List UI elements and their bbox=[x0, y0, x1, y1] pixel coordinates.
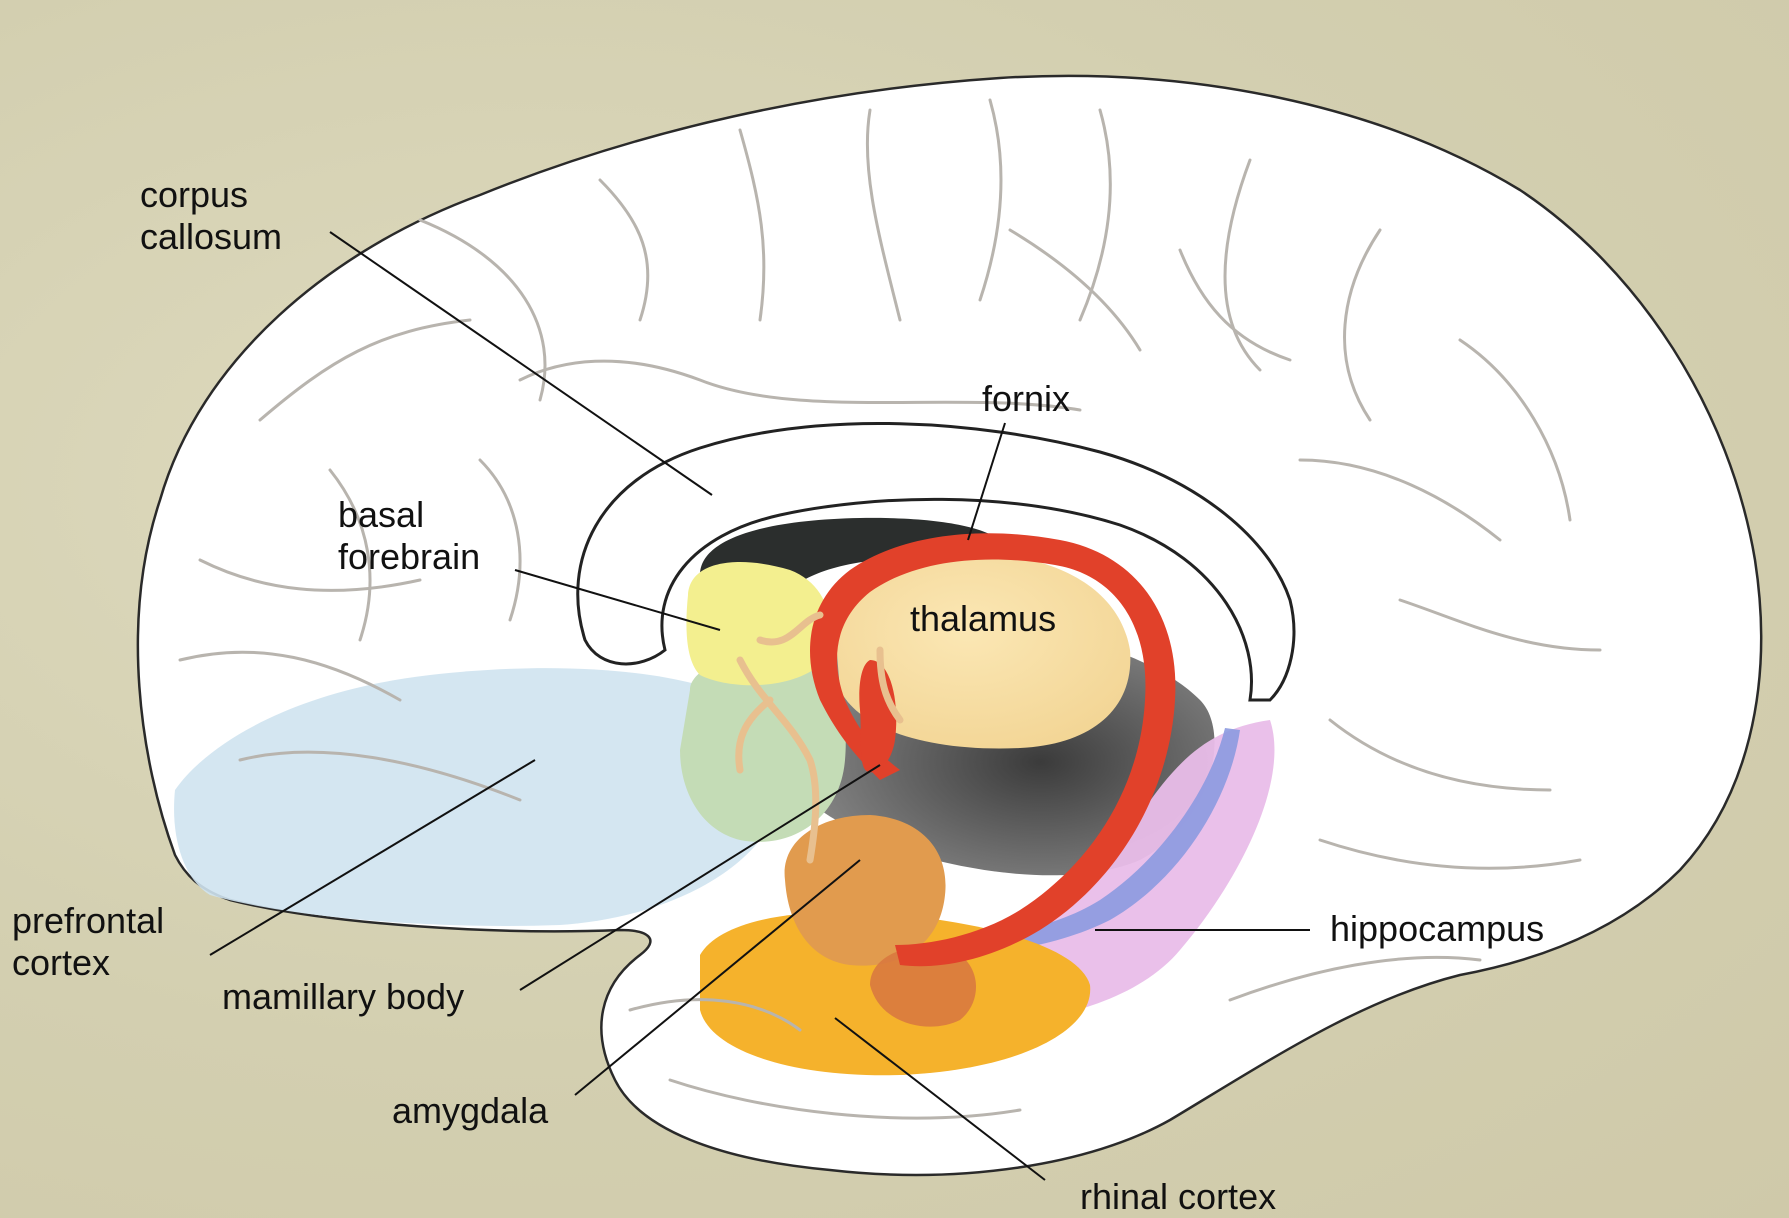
label-basal-forebrain: basal forebrain bbox=[338, 494, 480, 578]
label-prefrontal-cortex-line1: prefrontal bbox=[12, 900, 164, 942]
label-corpus-callosum-line2: callosum bbox=[140, 216, 282, 258]
label-corpus-callosum-line1: corpus bbox=[140, 174, 282, 216]
label-basal-forebrain-line2: forebrain bbox=[338, 536, 480, 578]
label-amygdala: amygdala bbox=[392, 1090, 548, 1132]
label-fornix: fornix bbox=[982, 378, 1070, 420]
label-thalamus: thalamus bbox=[910, 598, 1056, 640]
label-rhinal-cortex: rhinal cortex bbox=[1080, 1176, 1276, 1218]
label-prefrontal-cortex: prefrontal cortex bbox=[12, 900, 164, 984]
label-basal-forebrain-line1: basal bbox=[338, 494, 480, 536]
label-corpus-callosum: corpus callosum bbox=[140, 174, 282, 258]
amygdala-region bbox=[785, 815, 946, 966]
label-hippocampus: hippocampus bbox=[1330, 908, 1544, 950]
label-prefrontal-cortex-line2: cortex bbox=[12, 942, 164, 984]
label-mamillary-body: mamillary body bbox=[222, 976, 464, 1018]
